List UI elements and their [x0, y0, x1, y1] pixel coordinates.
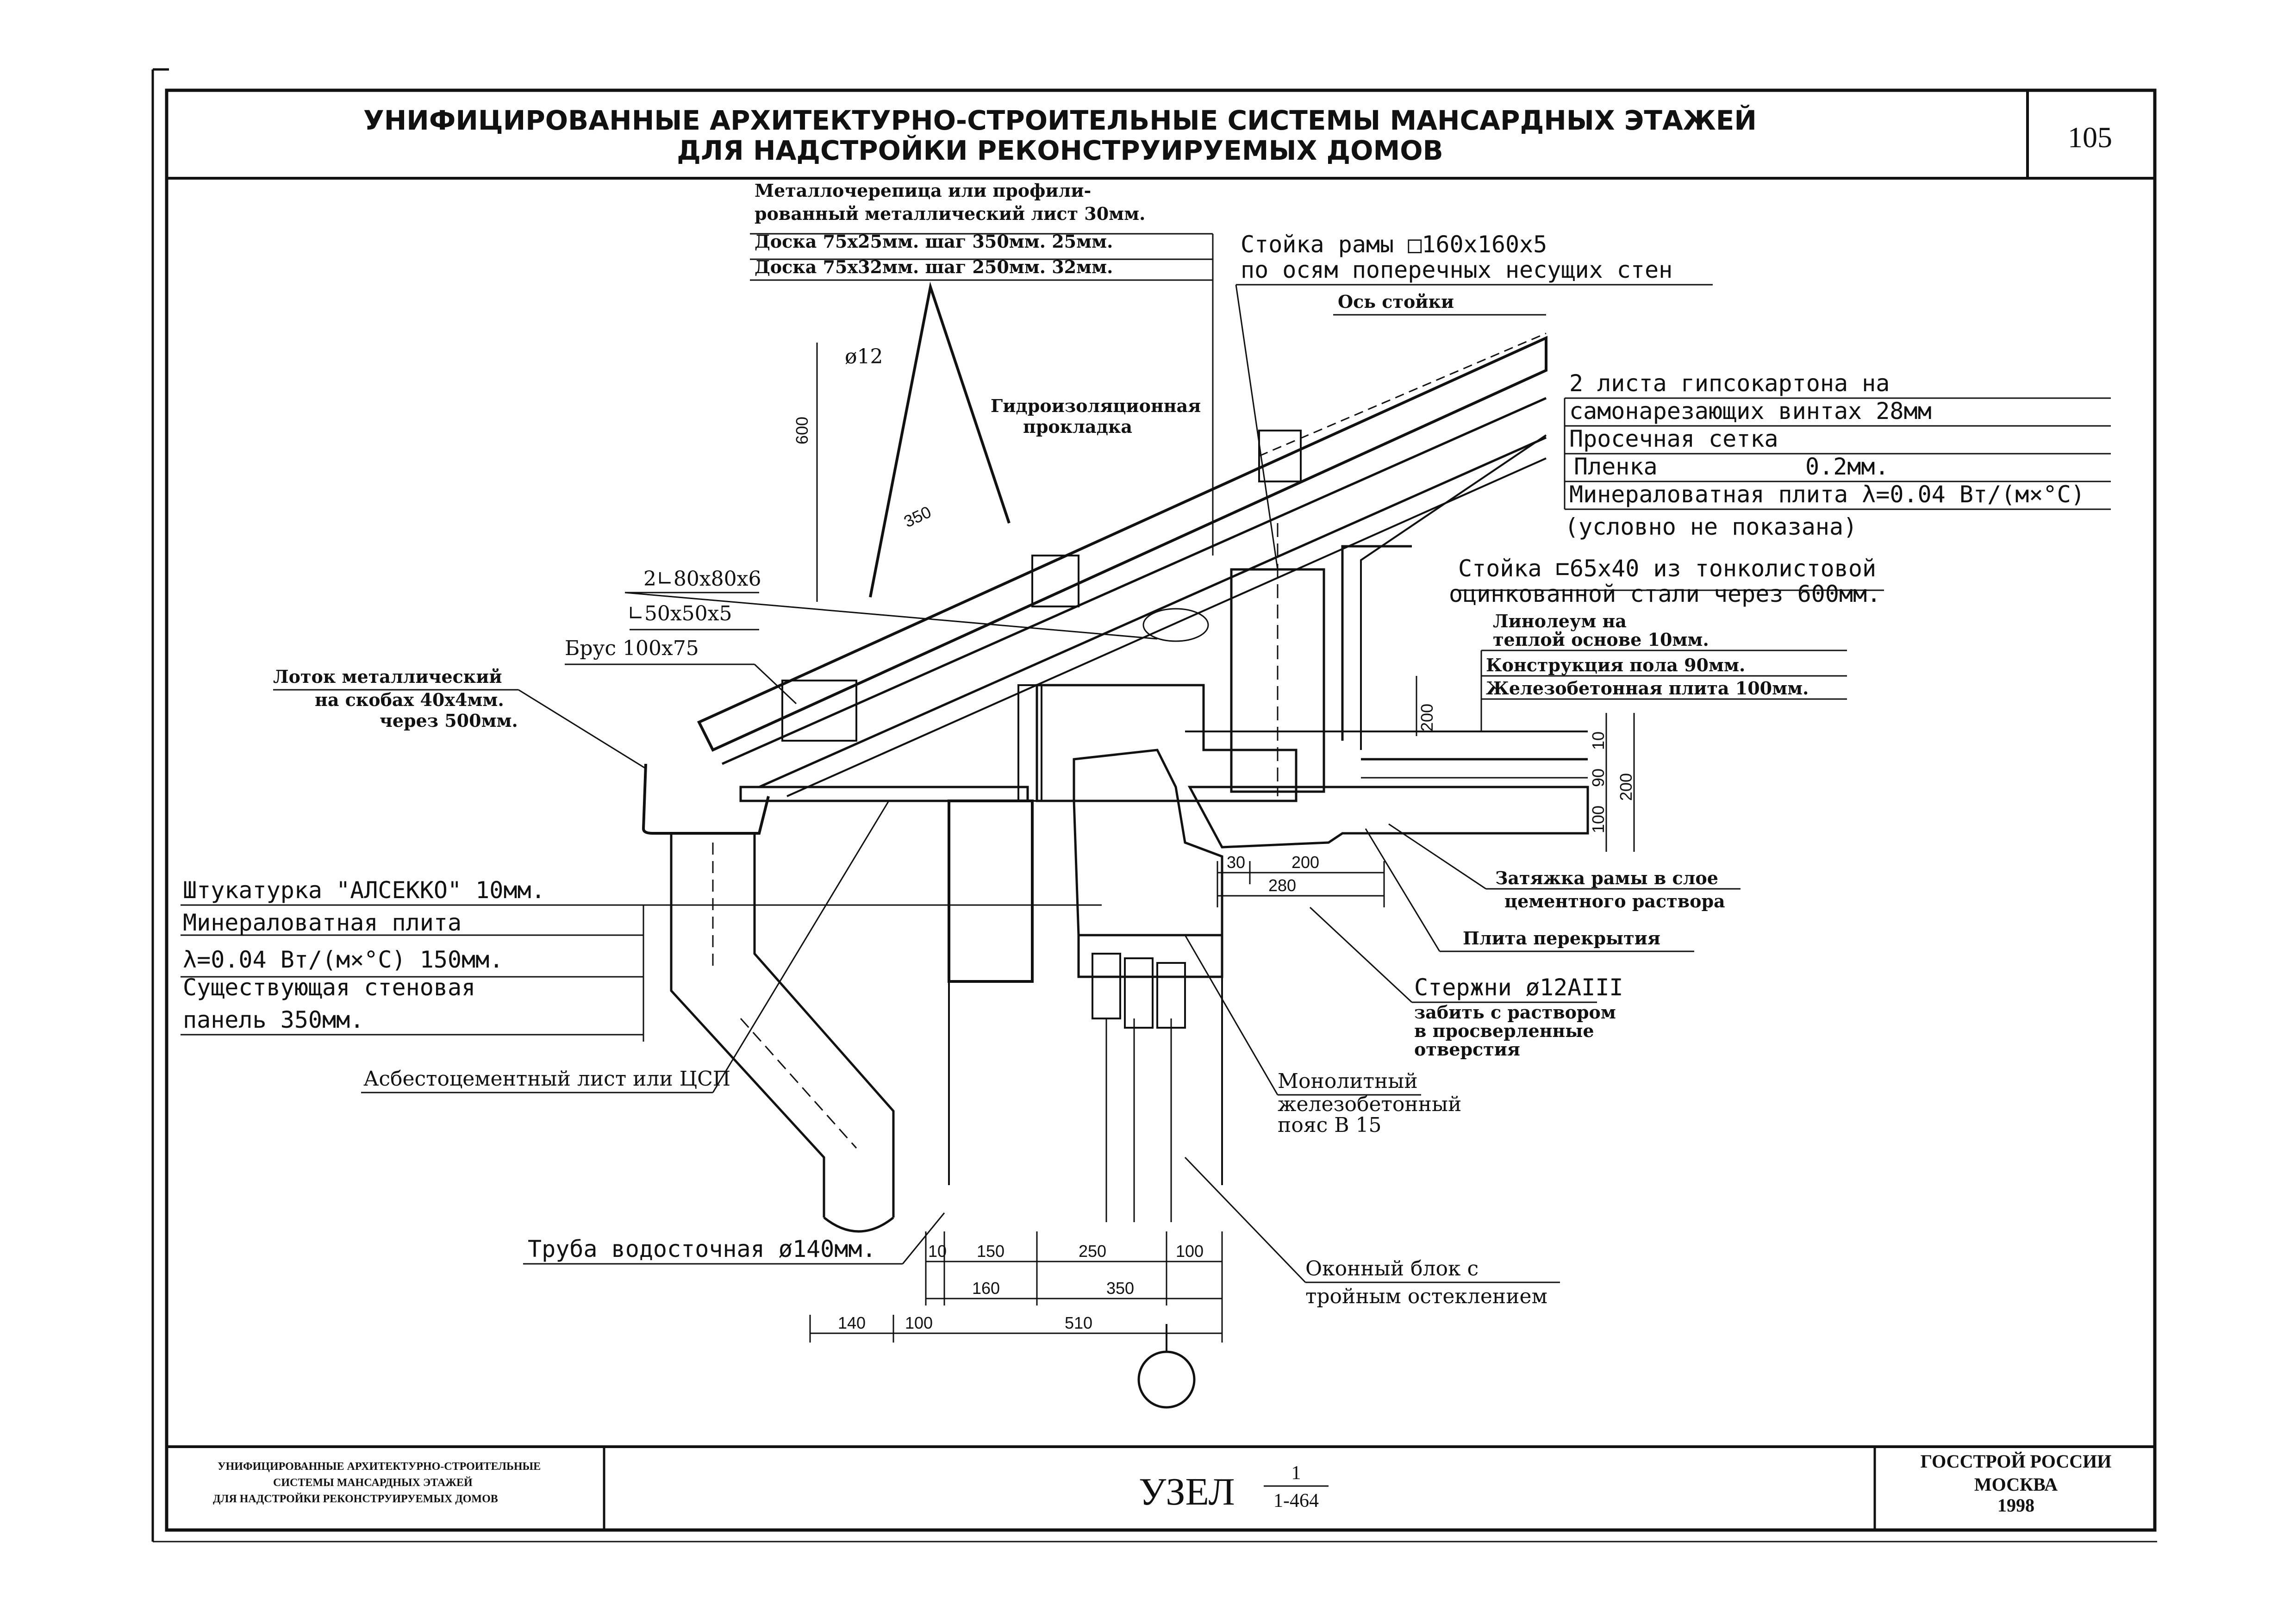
- label-gutter-2: на скобах 40х4мм.: [315, 689, 504, 710]
- window-block: [1077, 934, 1223, 1222]
- stamp-left-3: ДЛЯ НАДСТРОЙКИ РЕКОНСТРУИРУЕМЫХ ДОМОВ: [213, 1493, 498, 1505]
- label-stud-1: Стойка ⊏65х40 из тонколистовой: [1458, 555, 1876, 582]
- label-mesh: Просечная сетка: [1569, 425, 1778, 452]
- label-metal-tile-2: рованный металлический лист 30мм.: [755, 203, 1145, 224]
- downpipe: [670, 833, 895, 1233]
- label-film-value: 0.2мм.: [1805, 453, 1889, 480]
- dim-600: 600: [792, 417, 811, 444]
- dim-200a: 200: [1417, 704, 1436, 731]
- label-metal-tile-1: Металлочерепица или профили-: [755, 180, 1091, 201]
- label-slab: Железобетонная плита 100мм.: [1486, 678, 1809, 699]
- dim-200c: 200: [1292, 853, 1319, 872]
- label-panel-1: Существующая стеновая: [183, 974, 475, 1001]
- node-marker: [1137, 1324, 1196, 1409]
- dim-90: 90: [1589, 768, 1608, 787]
- label-mono-1: Монолитный: [1278, 1069, 1418, 1093]
- sheet-title-line2: ДЛЯ НАДСТРОЙКИ РЕКОНСТРУИРУЕМЫХ ДОМОВ: [677, 134, 1443, 166]
- stamp-frac-top: 1: [1292, 1462, 1301, 1484]
- label-floor-slab: Плита перекрытия: [1463, 928, 1660, 949]
- label-rod-1: Стержни ø12АIII: [1414, 974, 1623, 1001]
- label-drywall-2: самонарезающих винтах 28мм: [1569, 398, 1932, 425]
- label-window-2: тройным остеклением: [1305, 1285, 1547, 1308]
- label-linoleum-1: Линолеум на: [1493, 611, 1627, 631]
- label-post-2: по осям поперечных несущих стен: [1241, 256, 1672, 283]
- stamp-year: 1998: [1997, 1495, 2034, 1516]
- dim-r3-0: 140: [838, 1313, 866, 1332]
- label-not-shown: (условно не показана): [1565, 513, 1857, 540]
- dimension-lines: [809, 352, 1635, 1343]
- dim-100: 100: [1589, 806, 1608, 833]
- dim-r2-0: 160: [972, 1279, 1000, 1298]
- dim-r3-1: 100: [905, 1313, 933, 1332]
- label-drywall-1: 2 листа гипсокартона на: [1569, 370, 1890, 397]
- stamp-uzel: УЗЕЛ: [1139, 1470, 1235, 1513]
- label-floor: Конструкция пола 90мм.: [1486, 655, 1745, 675]
- dim-r1-3: 100: [1176, 1242, 1204, 1261]
- dim-r3-2: 510: [1065, 1313, 1092, 1332]
- floor-slab: [1185, 731, 1589, 849]
- dim-30: 30: [1227, 853, 1245, 872]
- label-board-1: Доска 75х25мм. шаг 350мм. 25мм.: [755, 231, 1113, 252]
- label-tie-2: цементного раствора: [1504, 891, 1725, 912]
- label-window-1: Оконный блок с: [1305, 1257, 1479, 1280]
- label-mono-2: железобетонный: [1278, 1093, 1461, 1116]
- label-stud-2: оцинкованной стали через 600мм.: [1449, 581, 1881, 607]
- roof-battens: [781, 430, 1302, 742]
- label-mineral-1: Минераловатная плита: [183, 909, 462, 936]
- stamp-org-2: МОСКВА: [1974, 1474, 2058, 1495]
- label-angle-50: ∟50х50х5: [627, 602, 732, 625]
- label-beam: Брус 100х75: [565, 637, 699, 660]
- stamp-left-1: УНИФИЦИРОВАННЫЕ АРХИТЕКТУРНО-СТРОИТЕЛЬНЫ…: [218, 1461, 541, 1473]
- label-waterproof-2: прокладка: [1023, 416, 1132, 437]
- label-rod-3: в просверленные: [1414, 1020, 1594, 1041]
- snow-guard: [816, 281, 1011, 602]
- label-waterproof-1: Гидроизоляционная: [991, 395, 1201, 416]
- label-mono-3: пояс В 15: [1278, 1113, 1382, 1137]
- sheet-frame: [151, 68, 2157, 1543]
- label-diameter-12: ø12: [845, 345, 883, 369]
- dim-200b: 200: [1616, 773, 1635, 801]
- page-number: 105: [2068, 121, 2112, 154]
- dim-280: 280: [1268, 876, 1296, 895]
- label-film: Пленка: [1574, 453, 1658, 480]
- gutter: [642, 763, 770, 835]
- label-rod-2: забить с раствором: [1414, 1002, 1616, 1023]
- dim-10: 10: [1589, 731, 1608, 750]
- label-mineral-2: λ=0.04 Вт/(м×°С) 150мм.: [183, 946, 503, 973]
- label-pipe: Труба водосточная ø140мм.: [528, 1236, 876, 1262]
- label-axis: Ось стойки: [1338, 291, 1454, 312]
- label-tie-1: Затяжка рамы в слое: [1495, 868, 1718, 888]
- label-gutter-1: Лоток металлический: [273, 666, 502, 687]
- leader-lines: [181, 233, 2111, 1283]
- dim-r1-1: 150: [977, 1242, 1004, 1261]
- label-plaster: Штукатурка "АЛСЕККО" 10мм.: [183, 877, 545, 904]
- label-post-1: Стойка рамы □160х160х5: [1241, 231, 1547, 258]
- stamp-frac-bottom: 1-464: [1273, 1490, 1319, 1512]
- label-rod-4: отверстия: [1414, 1039, 1520, 1060]
- dim-350: 350: [901, 502, 934, 531]
- dim-r2-1: 350: [1106, 1279, 1134, 1298]
- stamp-left-2: СИСТЕМЫ МАНСАРДНЫХ ЭТАЖЕЙ: [273, 1477, 473, 1489]
- label-angle-80: 2∟80х80х6: [643, 567, 761, 591]
- label-panel-2: панель 350мм.: [183, 1006, 364, 1033]
- label-mineral-top: Минераловатная плита λ=0.04 Вт/(м×°С): [1569, 481, 2085, 508]
- label-board-2: Доска 75х32мм. шаг 250мм. 32мм.: [755, 256, 1113, 277]
- dim-r1-2: 250: [1079, 1242, 1106, 1261]
- dim-r1-0: 10: [928, 1242, 947, 1261]
- label-linoleum-2: теплой основе 10мм.: [1493, 629, 1709, 650]
- label-gutter-3: через 500мм.: [380, 710, 518, 731]
- sheet-title-line1: УНИФИЦИРОВАННЫЕ АРХИТЕКТУРНО-СТРОИТЕЛЬНЫ…: [363, 104, 1757, 136]
- label-asbestos: Асбестоцементный лист или ЦСП: [363, 1067, 730, 1091]
- stamp-org-1: ГОССТРОЙ РОССИИ: [1921, 1451, 2112, 1472]
